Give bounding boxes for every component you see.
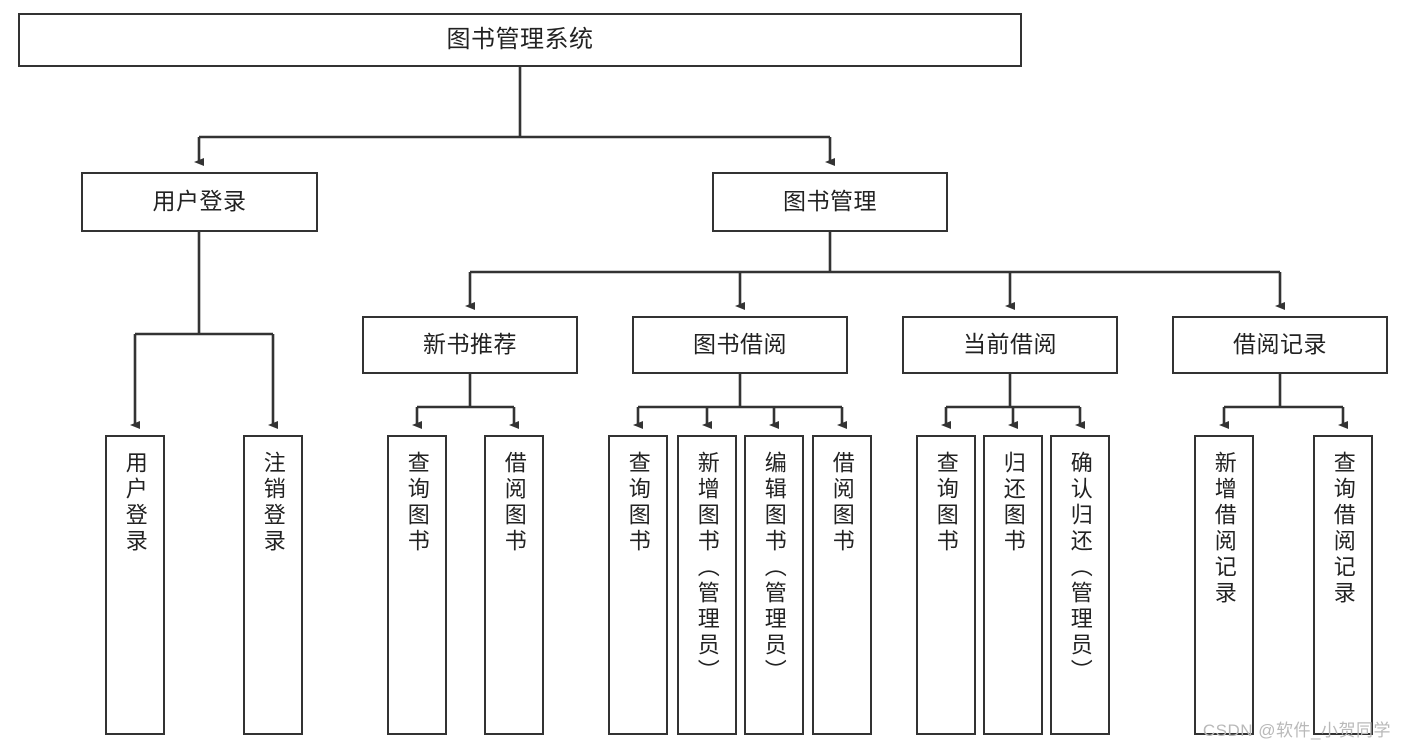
node-root-book-management-system[interactable]: 图书管理系统 [18, 13, 1022, 67]
node-current-borrow[interactable]: 当前借阅 [902, 316, 1118, 374]
node-label: 借阅图书 [501, 451, 527, 555]
node-leaf-logout-login[interactable]: 注销登录 [243, 435, 303, 735]
node-leaf-edit-book[interactable]: 编辑图书（管理员） [744, 435, 804, 735]
node-leaf-return-book[interactable]: 归还图书 [983, 435, 1043, 735]
node-leaf-borrow-book-recommend[interactable]: 借阅图书 [484, 435, 544, 735]
node-label: 用户登录 [122, 451, 148, 555]
node-leaf-query-book-recommend[interactable]: 查询图书 [387, 435, 447, 735]
node-label: 新书推荐 [423, 331, 517, 358]
node-label: 图书借阅 [693, 331, 787, 358]
node-label: 新增图书（管理员） [694, 451, 720, 685]
node-leaf-add-borrow-record[interactable]: 新增借阅记录 [1194, 435, 1254, 735]
node-label: 新增借阅记录 [1211, 451, 1237, 607]
watermark-text: CSDN @软件_小贺同学 [1202, 721, 1391, 740]
node-leaf-borrow-book[interactable]: 借阅图书 [812, 435, 872, 735]
node-label: 注销登录 [260, 451, 286, 555]
node-label: 确认归还（管理员） [1067, 451, 1093, 685]
node-label: 归还图书 [1000, 451, 1026, 555]
node-leaf-confirm-return[interactable]: 确认归还（管理员） [1050, 435, 1110, 735]
node-label: 查询图书 [404, 451, 430, 555]
node-label: 借阅记录 [1233, 331, 1327, 358]
node-leaf-add-book[interactable]: 新增图书（管理员） [677, 435, 737, 735]
node-label: 用户登录 [152, 188, 247, 215]
node-label: 图书管理 [783, 188, 877, 215]
node-label: 查询图书 [625, 451, 651, 555]
node-leaf-user-login[interactable]: 用户登录 [105, 435, 165, 735]
node-label: 借阅图书 [829, 451, 855, 555]
node-leaf-query-book-borrow[interactable]: 查询图书 [608, 435, 668, 735]
node-new-book-recommend[interactable]: 新书推荐 [362, 316, 578, 374]
node-leaf-query-borrow-record[interactable]: 查询借阅记录 [1313, 435, 1373, 735]
node-label: 当前借阅 [963, 331, 1057, 358]
node-borrow-record[interactable]: 借阅记录 [1172, 316, 1388, 374]
node-label: 图书管理系统 [446, 25, 594, 53]
node-label: 查询图书 [933, 451, 959, 555]
node-leaf-query-book-current[interactable]: 查询图书 [916, 435, 976, 735]
node-label: 编辑图书（管理员） [761, 451, 787, 685]
node-book-borrow[interactable]: 图书借阅 [632, 316, 848, 374]
node-user-login[interactable]: 用户登录 [81, 172, 318, 232]
node-book-management[interactable]: 图书管理 [712, 172, 948, 232]
node-label: 查询借阅记录 [1330, 451, 1356, 607]
